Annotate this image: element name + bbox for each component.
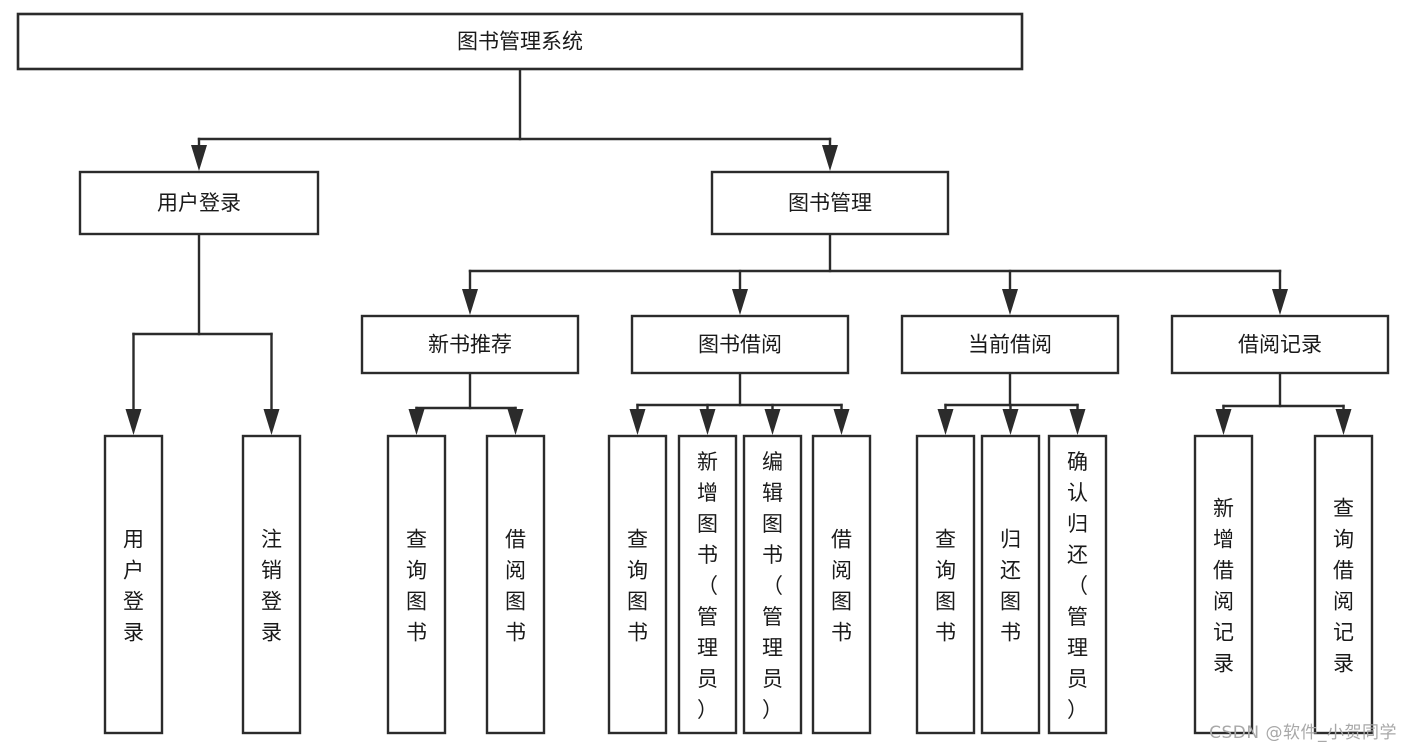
node-current-borrow[interactable]: 当前借阅	[900, 314, 1120, 375]
node-box-leaf-confirm-return[interactable]	[1047, 434, 1108, 735]
node-box-leaf-query-book-2[interactable]	[607, 434, 668, 735]
node-label-leaf-borrow-book-2: 借阅图书	[831, 528, 852, 645]
node-book-manage[interactable]: 图书管理	[710, 170, 950, 236]
node-leaf-return-book[interactable]: 归还图书	[980, 434, 1041, 735]
node-leaf-query-book-2[interactable]: 查询图书	[607, 434, 668, 735]
edge-group-book-borrow	[629, 371, 850, 435]
node-leaf-borrow-book-1[interactable]: 借阅图书	[485, 434, 546, 735]
node-leaf-borrow-book-2[interactable]: 借阅图书	[811, 434, 872, 735]
edge-group-new-book-rec	[408, 371, 524, 435]
node-box-current-borrow[interactable]	[900, 314, 1120, 375]
node-box-leaf-logout[interactable]	[241, 434, 302, 735]
node-box-borrow-record[interactable]	[1170, 314, 1390, 375]
node-label-book-borrow: 图书借阅	[698, 333, 782, 357]
node-label-user-login: 用户登录	[157, 191, 241, 215]
node-label-leaf-confirm-return: 确认归还（管理员）	[1067, 450, 1088, 722]
node-box-leaf-add-book[interactable]	[677, 434, 738, 735]
node-label-leaf-add-record: 新增借阅记录	[1213, 497, 1234, 676]
node-leaf-add-book[interactable]: 新增图书（管理员）	[677, 434, 738, 735]
watermark-text: CSDN @软件_小贺同学	[1209, 723, 1397, 743]
node-box-leaf-query-record[interactable]	[1313, 434, 1374, 735]
node-box-new-book-rec[interactable]	[360, 314, 580, 375]
node-leaf-user-login[interactable]: 用户登录	[103, 434, 164, 735]
node-box-book-manage[interactable]	[710, 170, 950, 236]
node-leaf-query-record[interactable]: 查询借阅记录	[1313, 434, 1374, 735]
node-label-leaf-user-login: 用户登录	[123, 528, 144, 645]
node-borrow-record[interactable]: 借阅记录	[1170, 314, 1390, 375]
node-label-leaf-query-book-1: 查询图书	[406, 528, 427, 645]
node-box-leaf-add-record[interactable]	[1193, 434, 1254, 735]
node-label-root: 图书管理系统	[457, 30, 583, 54]
edges-layer	[125, 67, 1352, 435]
node-box-root[interactable]	[16, 12, 1024, 71]
node-label-leaf-add-book: 新增图书（管理员）	[697, 450, 718, 722]
node-box-leaf-edit-book[interactable]	[742, 434, 803, 735]
node-label-leaf-query-book-2: 查询图书	[627, 528, 648, 645]
edge-group-book-manage	[462, 232, 1288, 315]
node-box-leaf-borrow-book-2[interactable]	[811, 434, 872, 735]
edge-group-current-borrow	[937, 371, 1086, 435]
node-label-current-borrow: 当前借阅	[968, 333, 1052, 357]
node-box-user-login[interactable]	[78, 170, 320, 236]
node-leaf-add-record[interactable]: 新增借阅记录	[1193, 434, 1254, 735]
node-leaf-logout[interactable]: 注销登录	[241, 434, 302, 735]
node-label-leaf-query-record: 查询借阅记录	[1333, 497, 1354, 676]
node-box-book-borrow[interactable]	[630, 314, 850, 375]
edge-group-user-login	[125, 232, 280, 435]
node-box-leaf-query-book-3[interactable]	[915, 434, 976, 735]
node-box-leaf-query-book-1[interactable]	[386, 434, 447, 735]
node-leaf-confirm-return[interactable]: 确认归还（管理员）	[1047, 434, 1108, 735]
node-leaf-edit-book[interactable]: 编辑图书（管理员）	[742, 434, 803, 735]
node-leaf-query-book-3[interactable]: 查询图书	[915, 434, 976, 735]
node-user-login[interactable]: 用户登录	[78, 170, 320, 236]
node-new-book-rec[interactable]: 新书推荐	[360, 314, 580, 375]
node-label-borrow-record: 借阅记录	[1238, 333, 1322, 357]
edge-group-root	[191, 67, 838, 171]
node-label-new-book-rec: 新书推荐	[428, 333, 512, 357]
node-root[interactable]: 图书管理系统	[16, 12, 1024, 71]
node-box-leaf-return-book[interactable]	[980, 434, 1041, 735]
edge-group-borrow-record	[1215, 371, 1352, 435]
node-label-book-manage: 图书管理	[788, 191, 872, 215]
node-label-leaf-logout: 注销登录	[261, 528, 282, 645]
node-label-leaf-borrow-book-1: 借阅图书	[505, 528, 526, 645]
node-label-leaf-edit-book: 编辑图书（管理员）	[762, 450, 783, 722]
node-box-leaf-borrow-book-1[interactable]	[485, 434, 546, 735]
node-label-leaf-return-book: 归还图书	[1000, 528, 1021, 645]
node-leaf-query-book-1[interactable]: 查询图书	[386, 434, 447, 735]
node-book-borrow[interactable]: 图书借阅	[630, 314, 850, 375]
node-label-leaf-query-book-3: 查询图书	[935, 528, 956, 645]
node-box-leaf-user-login[interactable]	[103, 434, 164, 735]
nodes-layer: 图书管理系统用户登录图书管理新书推荐图书借阅当前借阅借阅记录用户登录注销登录查询…	[16, 12, 1390, 735]
